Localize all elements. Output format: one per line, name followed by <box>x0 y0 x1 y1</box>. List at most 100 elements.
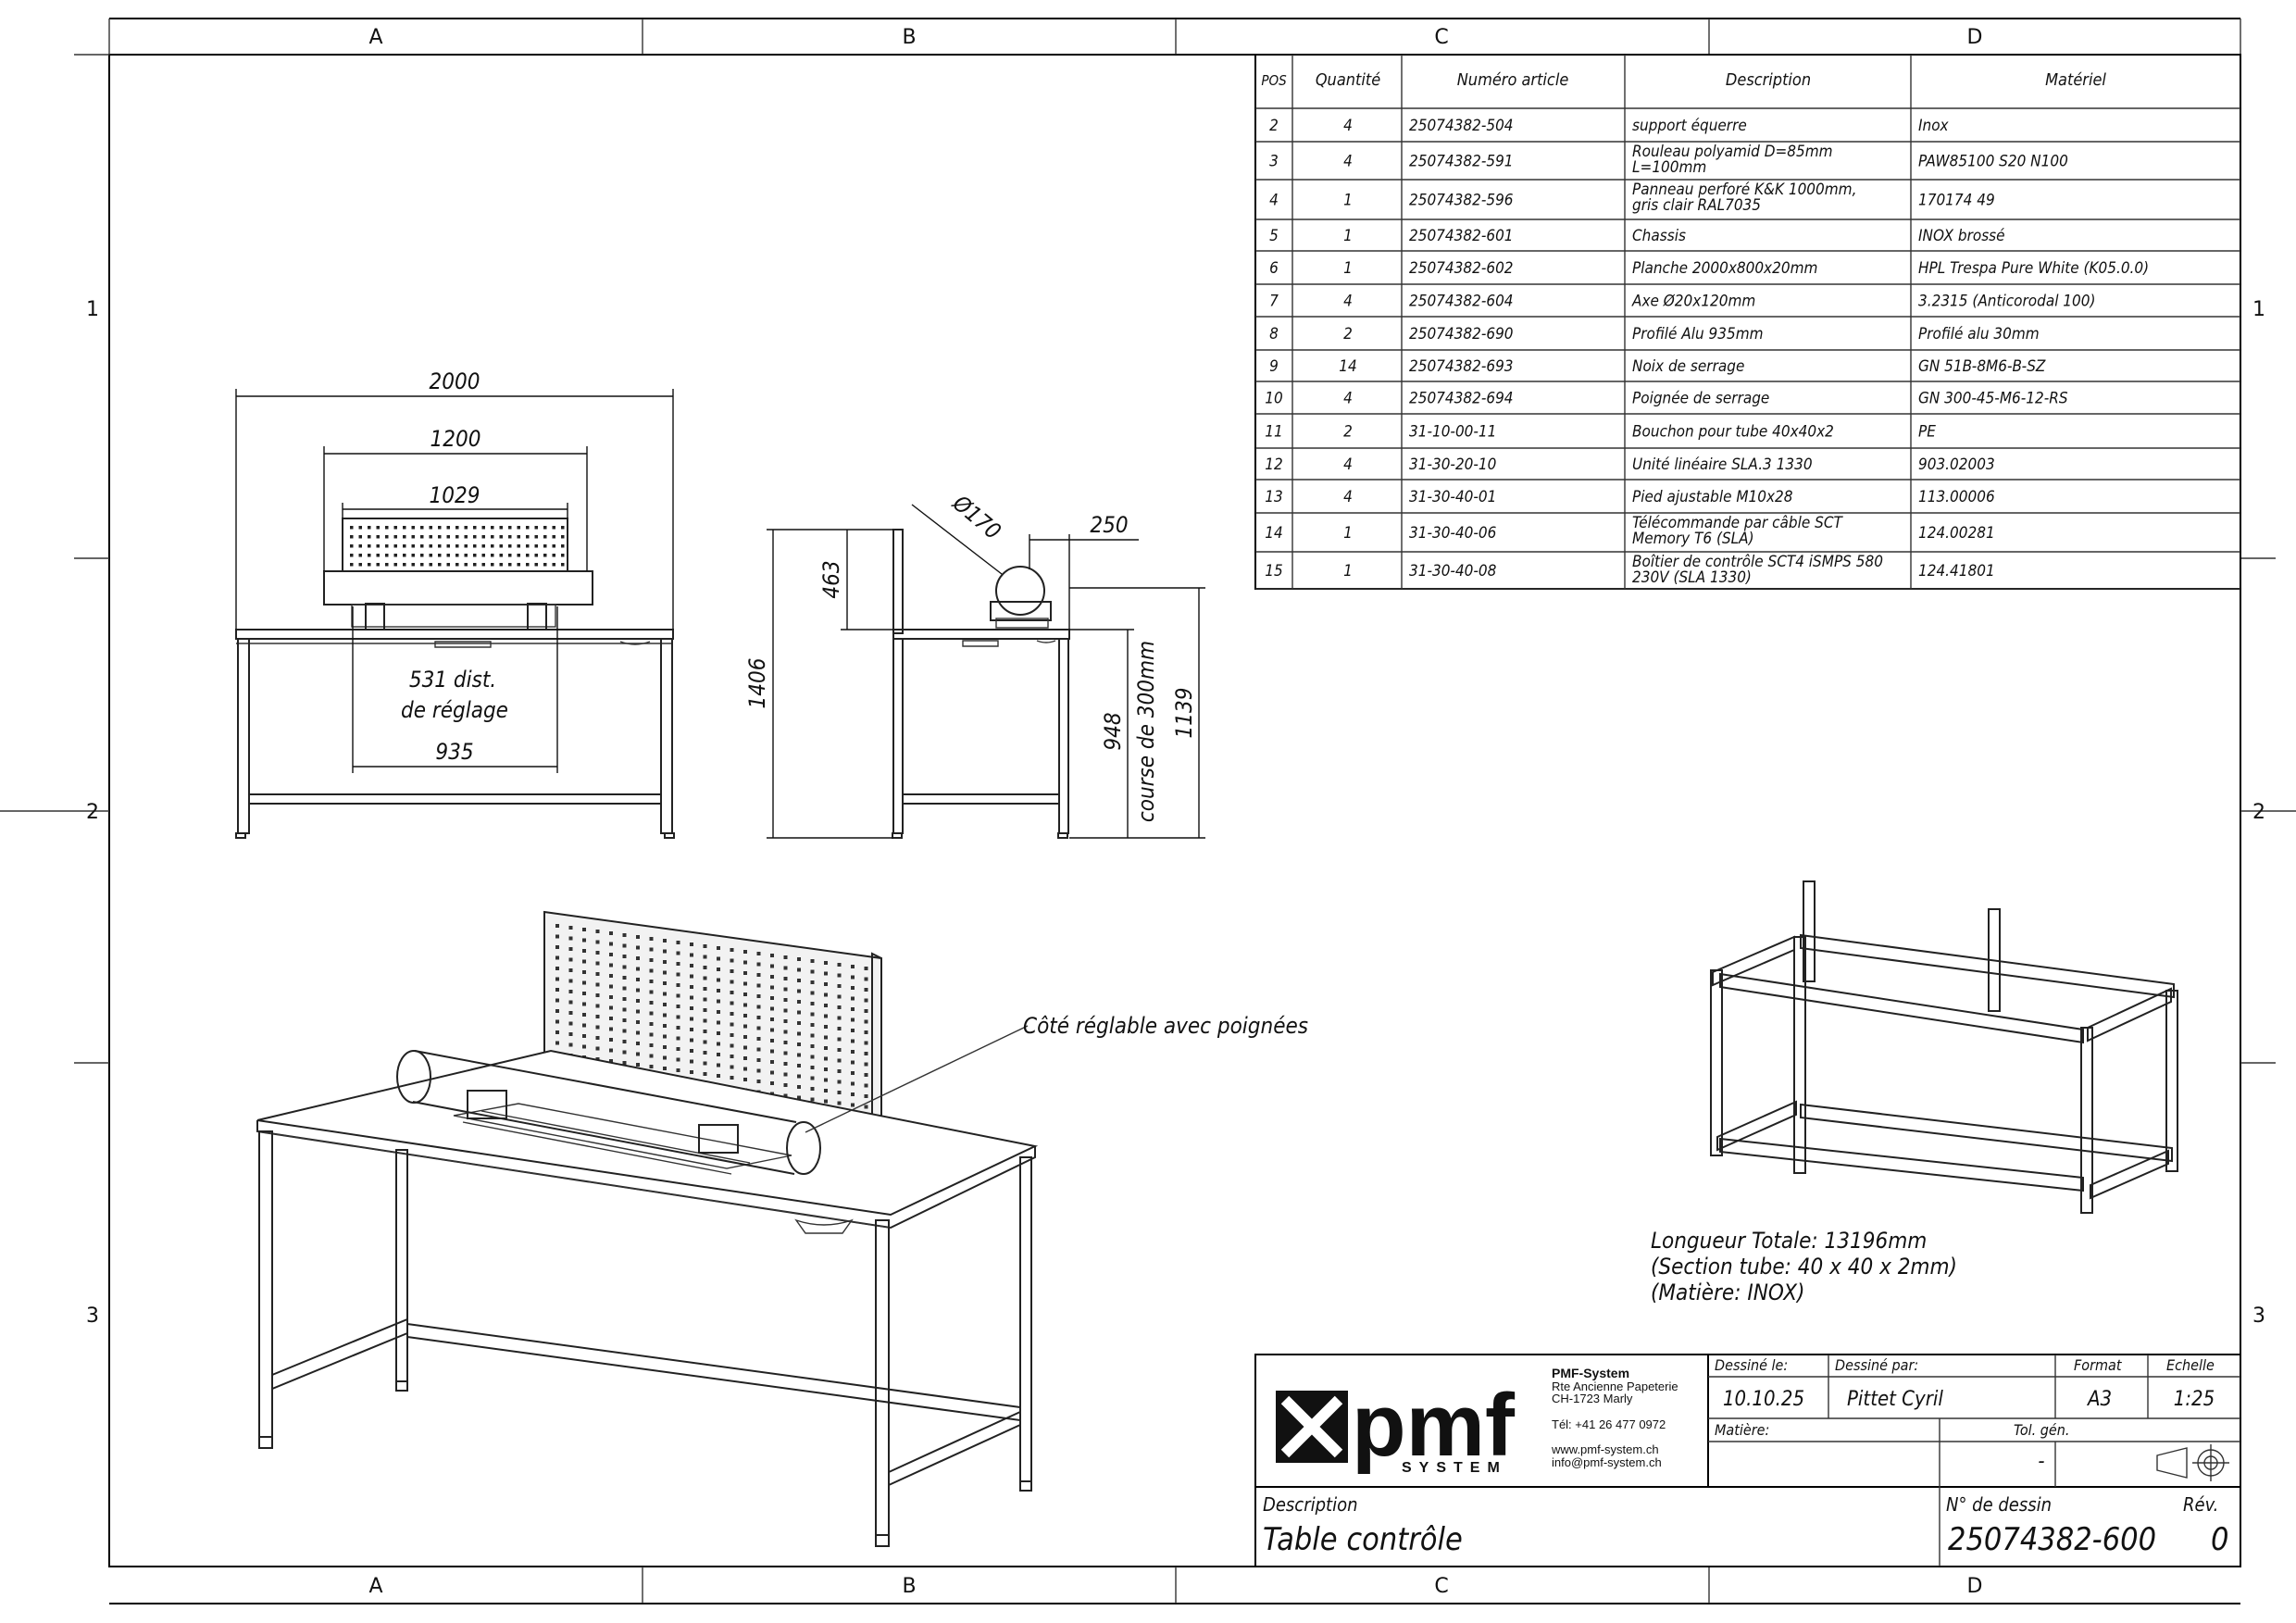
dim-side-stroke: course de 300mm <box>1133 641 1159 822</box>
scale-value: 1:25 <box>2174 1388 2215 1411</box>
dim-front-perforated-width: 1029 <box>430 482 480 508</box>
title-block: pmf SYSTEM PMF-System Rte Ancienne Papet… <box>1254 1354 2241 1567</box>
bom-article: 25074382-596 <box>1409 192 1514 210</box>
format-value: A3 <box>2086 1388 2112 1411</box>
bom-article: 31-30-40-06 <box>1409 524 1497 543</box>
dim-side-max-height: 1139 <box>1171 688 1197 739</box>
bom-description: Télécommande par câble SCT <box>1632 514 1844 532</box>
bom-material: Profilé alu 30mm <box>1918 325 2040 343</box>
bom-article: 25074382-694 <box>1409 390 1514 408</box>
bom-description: Boîtier de contrôle SCT4 iSMPS 580 <box>1632 553 1883 571</box>
dim-front-adjust-line1: 531 dist. <box>409 667 496 693</box>
bom-qty: 4 <box>1343 456 1353 474</box>
bom-description-line2: L=100mm <box>1632 158 1706 177</box>
bom-description: Rouleau polyamid D=85mm <box>1632 143 1833 161</box>
revision-label: Rév. <box>2183 1493 2218 1516</box>
front-view: 2000 1200 1029 531 dist. de réglage 935 <box>235 368 675 839</box>
projection-symbol-icon <box>2156 1444 2229 1481</box>
bom-row: 8 2 25074382-690 Profilé Alu 935mm Profilé a… <box>1269 325 2040 343</box>
bom-description-line2: Memory T6 (SLA) <box>1632 530 1754 548</box>
bom-description: Panneau perforé K&K 1000mm, <box>1632 181 1856 199</box>
zone-col-d-top: D <box>1967 26 1983 49</box>
zone-row-2-left: 2 <box>86 801 99 824</box>
bom-header-3: Description <box>1726 70 1811 90</box>
company-name: PMF-System <box>1552 1366 1629 1380</box>
bom-header-1: Quantité <box>1316 70 1380 90</box>
zone-row-1-right: 1 <box>2252 298 2265 321</box>
bom-article: 25074382-504 <box>1409 117 1514 135</box>
bom-description: Profilé Alu 935mm <box>1632 325 1764 343</box>
description-value: Table contrôle <box>1263 1521 1463 1558</box>
bom-description: Poignée de serrage <box>1632 390 1769 408</box>
bom-article: 25074382-690 <box>1409 325 1514 343</box>
bom-material: 124.00281 <box>1918 524 1995 543</box>
bom-pos: 10 <box>1265 390 1282 408</box>
bom-pos: 2 <box>1269 117 1279 135</box>
dim-side-panel-height: 463 <box>818 560 844 598</box>
logo-subtitle: SYSTEM <box>1402 1460 1507 1476</box>
bom-qty: 2 <box>1343 423 1353 442</box>
drawing-number-value: 25074382-600 <box>1948 1521 2156 1558</box>
zone-col-b-top: B <box>902 26 916 49</box>
bom-article: 25074382-693 <box>1409 357 1514 376</box>
company-email: info@pmf-system.ch <box>1552 1455 1662 1469</box>
bom-article: 31-30-40-08 <box>1409 562 1497 581</box>
bom-qty: 2 <box>1343 325 1353 343</box>
dim-side-table-height: 948 <box>1100 712 1126 750</box>
zone-row-3-left: 3 <box>86 1305 99 1328</box>
bom-pos: 12 <box>1265 456 1282 474</box>
bom-description: Pied ajustable M10x28 <box>1632 488 1793 506</box>
drawn-by-label: Dessiné par: <box>1835 1356 1918 1374</box>
frame-section-note: (Section tube: 40 x 40 x 2mm) <box>1651 1254 1957 1280</box>
zone-row-2-right: 2 <box>2252 801 2265 824</box>
bom-qty: 1 <box>1343 562 1353 581</box>
bom-pos: 14 <box>1265 524 1282 543</box>
bom-pos: 8 <box>1269 325 1279 343</box>
bom-article: 25074382-602 <box>1409 259 1514 278</box>
company-address-2: CH-1723 Marly <box>1552 1392 1633 1405</box>
bom-qty: 4 <box>1343 390 1353 408</box>
bom-pos: 3 <box>1269 153 1279 171</box>
bom-material: GN 300-45-M6-12-RS <box>1918 390 2068 408</box>
bom-description-line2: 230V (SLA 1330) <box>1632 568 1752 587</box>
zone-col-c-bottom: C <box>1434 1575 1448 1598</box>
bom-header-0: POS <box>1261 72 1287 89</box>
front-perforation <box>350 526 565 567</box>
company-address-1: Rte Ancienne Papeterie <box>1552 1380 1678 1393</box>
bom-description: Bouchon pour tube 40x40x2 <box>1632 423 1834 442</box>
bom-pos: 6 <box>1269 259 1279 278</box>
bom-pos: 15 <box>1265 562 1282 581</box>
zone-col-b-bottom: B <box>902 1575 916 1598</box>
bom-header-2: Numéro article <box>1457 70 1569 90</box>
drawing-number-label: N° de dessin <box>1946 1493 2052 1516</box>
zone-col-a-bottom: A <box>368 1575 382 1598</box>
dim-front-profile-width: 935 <box>435 739 473 765</box>
dim-side-tube-diameter: Ø170 <box>947 490 1005 545</box>
dim-front-adjust-line2: de réglage <box>401 697 508 723</box>
company-phone: Tél: +41 26 477 0972 <box>1552 1417 1666 1431</box>
bom-description: Noix de serrage <box>1632 357 1744 376</box>
bom-article: 31-30-40-01 <box>1409 488 1496 506</box>
drawn-on-label: Dessiné le: <box>1715 1356 1788 1374</box>
bom-description: Chassis <box>1632 227 1686 245</box>
company-website: www.pmf-system.ch <box>1551 1442 1659 1456</box>
bom-material: 170174 49 <box>1918 192 1995 210</box>
bom-material: 903.02003 <box>1918 456 1995 474</box>
bom-article: 25074382-604 <box>1409 293 1514 311</box>
zone-row-1-left: 1 <box>86 298 99 321</box>
zone-col-c-top: C <box>1434 26 1448 49</box>
bom-material: PAW85100 S20 N100 <box>1918 153 2068 171</box>
bom-description: Axe Ø20x120mm <box>1631 293 1755 311</box>
bom-material: PE <box>1918 423 1936 442</box>
bom-material: HPL Trespa Pure White (K05.0.0) <box>1918 259 2149 278</box>
zone-col-d-bottom: D <box>1967 1575 1983 1598</box>
dim-front-total-width: 2000 <box>430 368 480 394</box>
bom-description: Planche 2000x800x20mm <box>1632 259 1817 278</box>
